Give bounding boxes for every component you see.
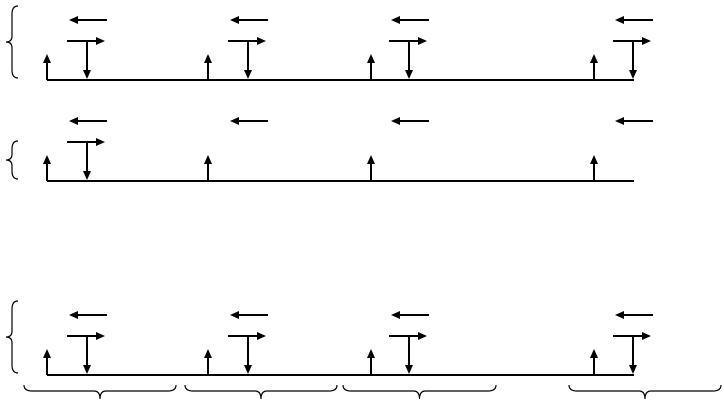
cell-1: [43, 311, 107, 375]
row-3: [5, 300, 653, 376]
left-arrow-head: [230, 117, 239, 125]
up-arrow-head: [590, 54, 598, 63]
right-arrow-head: [96, 37, 105, 45]
up-arrow-head: [204, 349, 212, 358]
row-brace: [5, 5, 19, 79]
left-arrow-head: [230, 311, 239, 319]
bottom-brace-4: [568, 384, 722, 400]
bottom-brace-3: [342, 384, 497, 400]
up-arrow-head: [367, 54, 375, 63]
up-arrow-head: [590, 155, 598, 164]
right-arrow-head: [96, 332, 105, 340]
left-arrow-head: [69, 117, 78, 125]
up-arrow-head: [204, 54, 212, 63]
down-arrow-head: [629, 365, 637, 374]
right-arrow-head: [642, 332, 651, 340]
up-arrow-head: [367, 155, 375, 164]
down-arrow-head: [405, 70, 413, 79]
right-arrow-head: [96, 138, 105, 146]
up-arrow-head: [590, 349, 598, 358]
row-1: [5, 5, 653, 81]
row-brace: [5, 300, 19, 374]
cell-2: [204, 16, 268, 80]
up-arrow-head: [43, 155, 51, 164]
right-arrow-head: [257, 332, 266, 340]
up-arrow-head: [43, 349, 51, 358]
right-arrow-head: [418, 37, 427, 45]
right-arrow-head: [642, 37, 651, 45]
up-arrow-head: [43, 54, 51, 63]
right-arrow-head: [418, 332, 427, 340]
down-arrow-head: [83, 70, 91, 79]
cell-4: [590, 16, 653, 80]
down-arrow-head: [83, 171, 91, 180]
cell-2: [204, 311, 268, 375]
up-arrow-head: [367, 349, 375, 358]
bottom-brace-1: [23, 384, 177, 400]
up-arrow-head: [204, 155, 212, 164]
cell-1: [43, 117, 107, 181]
cell-3: [367, 16, 429, 80]
left-arrow-head: [391, 117, 400, 125]
down-arrow-head: [244, 365, 252, 374]
down-arrow-head: [629, 70, 637, 79]
cell-1: [43, 16, 107, 80]
left-arrow-head: [69, 16, 78, 24]
right-arrow-head: [257, 37, 266, 45]
cell-4: [590, 117, 653, 181]
left-arrow-head: [391, 311, 400, 319]
down-arrow-head: [83, 365, 91, 374]
left-arrow-head: [230, 16, 239, 24]
down-arrow-head: [405, 365, 413, 374]
left-arrow-head: [69, 311, 78, 319]
row-brace: [5, 140, 19, 180]
cell-3: [367, 117, 429, 181]
left-arrow-head: [391, 16, 400, 24]
bottom-brace-2: [184, 384, 338, 400]
down-arrow-head: [244, 70, 252, 79]
left-arrow-head: [615, 311, 624, 319]
cell-2: [204, 117, 268, 181]
left-arrow-head: [615, 117, 624, 125]
bottom-braces: [23, 384, 722, 400]
row-2: [5, 117, 653, 182]
left-arrow-head: [615, 16, 624, 24]
cell-3: [367, 311, 429, 375]
cell-4: [590, 311, 653, 375]
